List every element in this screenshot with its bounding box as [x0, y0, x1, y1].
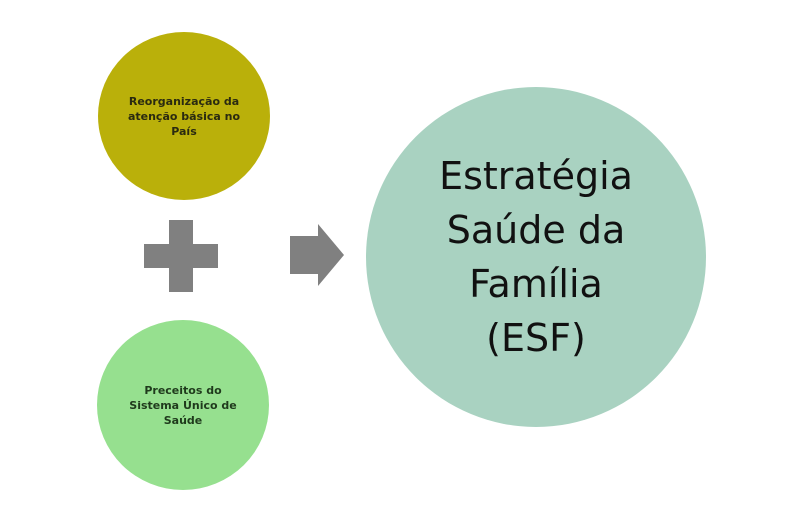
label-line: Saúde [163, 413, 203, 427]
label-line: Sistema Único de [129, 398, 237, 412]
label-line: atenção básica no [127, 109, 241, 123]
node-esf-circle: Estratégia Saúde da Família (ESF) [366, 87, 706, 427]
node-reorganizacao-label: Reorganização da atenção básica no País [112, 94, 256, 139]
label-line: Família [469, 262, 603, 306]
label-line: (ESF) [486, 316, 586, 360]
label-line: Estratégia [439, 154, 633, 198]
label-line: Preceitos do [144, 383, 222, 397]
label-line: Reorganização da [128, 94, 240, 108]
plus-icon [144, 220, 218, 292]
label-line: Saúde da [446, 208, 626, 252]
node-preceitos-label: Preceitos do Sistema Único de Saúde [113, 383, 252, 428]
node-reorganizacao-circle: Reorganização da atenção básica no País [98, 32, 270, 200]
node-preceitos-circle: Preceitos do Sistema Único de Saúde [97, 320, 269, 490]
arrow-right-icon [290, 224, 344, 286]
node-esf-label: Estratégia Saúde da Família (ESF) [439, 149, 633, 365]
label-line: País [171, 124, 197, 138]
